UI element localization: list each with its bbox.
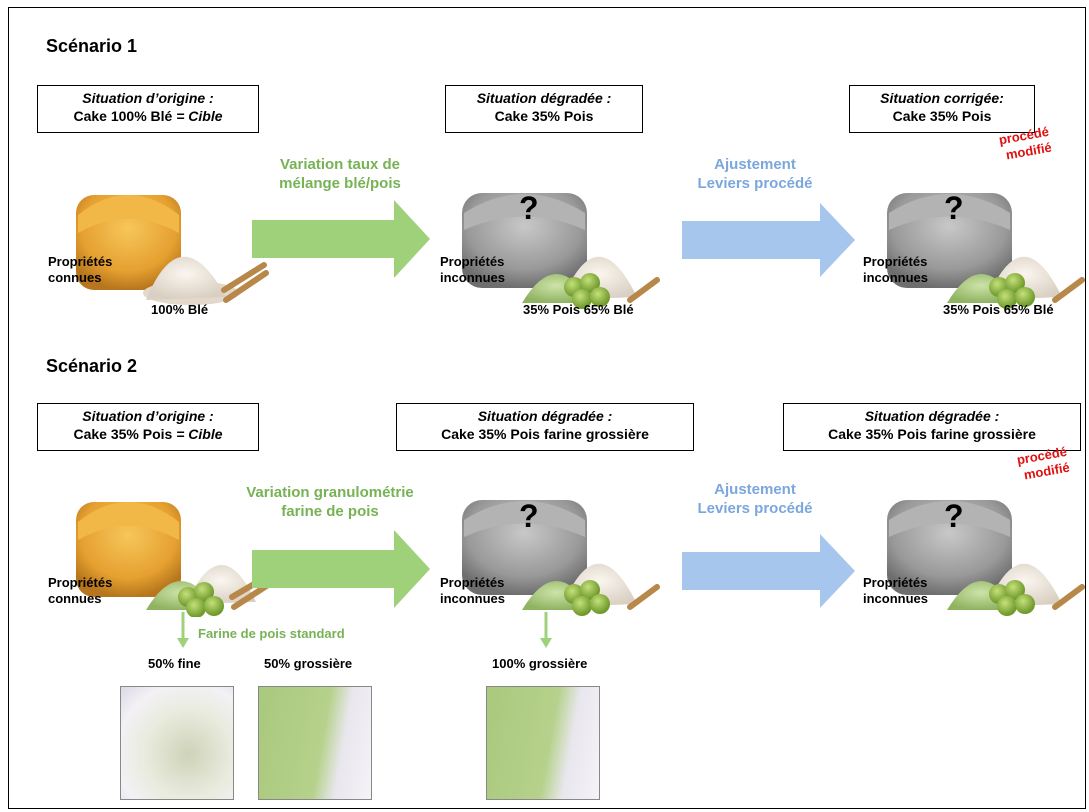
props-unknown-2-l2: inconnues xyxy=(440,591,506,606)
box-degraded-2-line1: Situation dégradée : xyxy=(477,408,613,424)
scenario-1-title: Scénario 1 xyxy=(46,36,138,56)
cake-gray-1 xyxy=(462,193,660,309)
box-degraded-2-line2: Cake 35% Pois farine grossière xyxy=(441,426,649,442)
props-unknown-1-l2: inconnues xyxy=(440,270,506,285)
arrow2-label-1-l1: Ajustement xyxy=(714,156,796,173)
props-unknown-2-l1: Propriétés xyxy=(440,575,505,590)
props-unknown-2-right: Propriétés inconnues xyxy=(863,575,928,607)
pct-corrected-1: 35% Pois 65% Blé xyxy=(943,302,1054,317)
box-origin-2-target: = Cible xyxy=(176,426,223,442)
question-mark-2: ? xyxy=(519,498,539,534)
wheat-flour-image xyxy=(146,256,226,300)
arrow2-label-2-l1: Ajustement xyxy=(714,481,796,498)
arrow-blue-2 xyxy=(682,534,855,608)
cake-gray-2-right xyxy=(887,500,1085,616)
cake-gray-1-right xyxy=(887,193,1085,309)
arrow2-label-2-l2: Leviers procédé xyxy=(697,500,813,517)
box-degraded-1-line1: Situation dégradée : xyxy=(476,90,612,106)
box-origin-1: Situation d’origine : Cake 100% Blé = Ci… xyxy=(37,85,259,133)
arrow2-label-1-l2: Leviers procédé xyxy=(697,175,813,192)
props-unknown-1-right: Propriétés inconnues xyxy=(863,254,928,286)
props-unknown-1-l1: Propriétés xyxy=(440,254,505,269)
box-origin-1-line1: Situation d’origine : xyxy=(82,90,214,106)
props-unknown-2r-l2: inconnues xyxy=(863,591,929,606)
props-known-1-l1: Propriétés xyxy=(48,254,113,269)
props-known-2-l1: Propriétés xyxy=(48,575,113,590)
arrow1-label-2-l2: farine de pois xyxy=(281,503,379,520)
box-corrected-1: Situation corrigée: Cake 35% Pois xyxy=(849,85,1035,133)
flour-photo-coarse-100 xyxy=(486,686,600,800)
arrow-green-2 xyxy=(252,530,430,608)
box-origin-2-line1: Situation d’origine : xyxy=(82,408,214,424)
arrow1-label-2: Variation granulométrie farine de pois xyxy=(210,483,450,521)
pct-degraded-1: 35% Pois 65% Blé xyxy=(523,302,634,317)
props-unknown-1: Propriétés inconnues xyxy=(440,254,505,286)
props-unknown-2r-l1: Propriétés xyxy=(863,575,928,590)
props-known-1-l2: connues xyxy=(48,270,102,285)
wheat-ear-icon xyxy=(221,262,269,303)
arrow-green-1 xyxy=(252,200,430,278)
box-right-2: Situation dégradée : Cake 35% Pois farin… xyxy=(783,403,1081,451)
coarse-100-label: 100% grossière xyxy=(492,656,588,671)
fine-label: 50% fine xyxy=(148,656,201,671)
props-known-1: Propriétés connues xyxy=(48,254,112,286)
arrow2-label-2: Ajustement Leviers procédé xyxy=(670,480,840,518)
cake-image xyxy=(76,195,269,305)
question-mark-2-right: ? xyxy=(944,498,964,534)
figure-frame xyxy=(8,7,1086,809)
arrow1-label-1: Variation taux de mélange blé/pois xyxy=(250,155,430,193)
question-mark-1: ? xyxy=(519,190,539,226)
box-origin-1-line2: Cake 100% Blé xyxy=(73,108,177,124)
box-origin-2-line2: Cake 35% Pois xyxy=(73,426,177,442)
props-unknown-1r-l2: inconnues xyxy=(863,270,929,285)
box-corrected-1-line1: Situation corrigée: xyxy=(880,90,1004,106)
cake-gray-2 xyxy=(462,500,660,616)
flour-photo-fine xyxy=(120,686,234,800)
box-right-2-line1: Situation dégradée : xyxy=(864,408,1000,424)
props-known-2-l2: connues xyxy=(48,591,102,606)
flour-photo-coarse xyxy=(258,686,372,800)
box-degraded-1-line2: Cake 35% Pois xyxy=(494,108,594,124)
arrow-down-green xyxy=(177,612,189,648)
box-degraded-1: Situation dégradée : Cake 35% Pois xyxy=(445,85,643,133)
box-corrected-1-line2: Cake 35% Pois xyxy=(892,108,992,124)
coarse-label: 50% grossière xyxy=(264,656,353,671)
arrow1-label-1-l2: mélange blé/pois xyxy=(279,175,401,192)
arrow2-label-1: Ajustement Leviers procédé xyxy=(670,155,840,193)
props-unknown-2: Propriétés inconnues xyxy=(440,575,505,607)
box-right-2-line2: Cake 35% Pois farine grossière xyxy=(828,426,1036,442)
box-degraded-2: Situation dégradée : Cake 35% Pois farin… xyxy=(396,403,694,451)
pct-origin-1: 100% Blé xyxy=(151,302,209,317)
question-mark-1-right: ? xyxy=(944,190,964,226)
arrow1-label-1-l1: Variation taux de xyxy=(279,156,401,173)
props-known-2: Propriétés connues xyxy=(48,575,112,607)
arrow-down-green-2 xyxy=(540,612,552,648)
props-unknown-1r-l1: Propriétés xyxy=(863,254,928,269)
arrow-blue-1 xyxy=(682,203,855,277)
standard-flour-label: Farine de pois standard xyxy=(198,626,345,641)
scenario-2-title: Scénario 2 xyxy=(46,356,138,376)
box-origin-2: Situation d’origine : Cake 35% Pois = Ci… xyxy=(37,403,259,451)
box-origin-1-target: = Cible xyxy=(176,108,223,124)
arrow1-label-2-l1: Variation granulométrie xyxy=(246,484,414,501)
